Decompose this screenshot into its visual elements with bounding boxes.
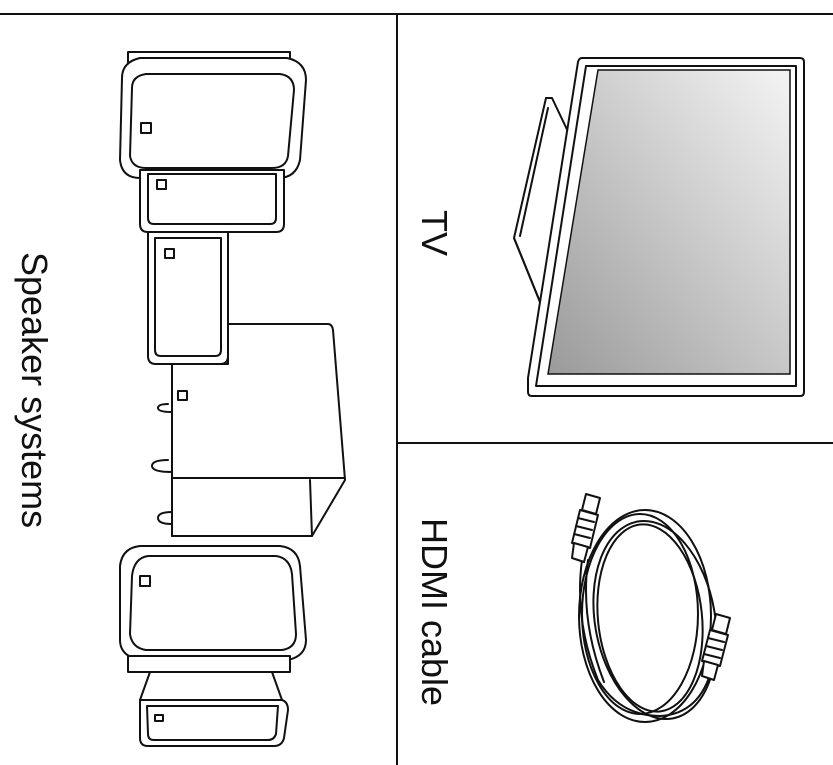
panel-borders — [0, 13, 833, 765]
hdmi-cable-illustration — [571, 493, 731, 723]
tv-label: TV — [414, 210, 455, 257]
subwoofer-icon — [151, 323, 346, 537]
front-speaker-top-icon — [119, 51, 307, 179]
hdmi-connector-bottom-icon — [701, 613, 731, 681]
rear-speaker-icon — [139, 671, 289, 747]
hdmi-cable-label: HDMI cable — [414, 518, 455, 707]
front-speaker-bottom-icon — [119, 545, 307, 673]
hdmi-connector-top-icon — [571, 493, 601, 563]
speaker-systems-label: Speaker systems — [14, 252, 55, 529]
tv-illustration — [513, 57, 805, 397]
tall-speaker-icon — [147, 231, 229, 365]
speaker-systems-illustration — [119, 51, 346, 747]
center-speaker-icon — [139, 169, 285, 233]
